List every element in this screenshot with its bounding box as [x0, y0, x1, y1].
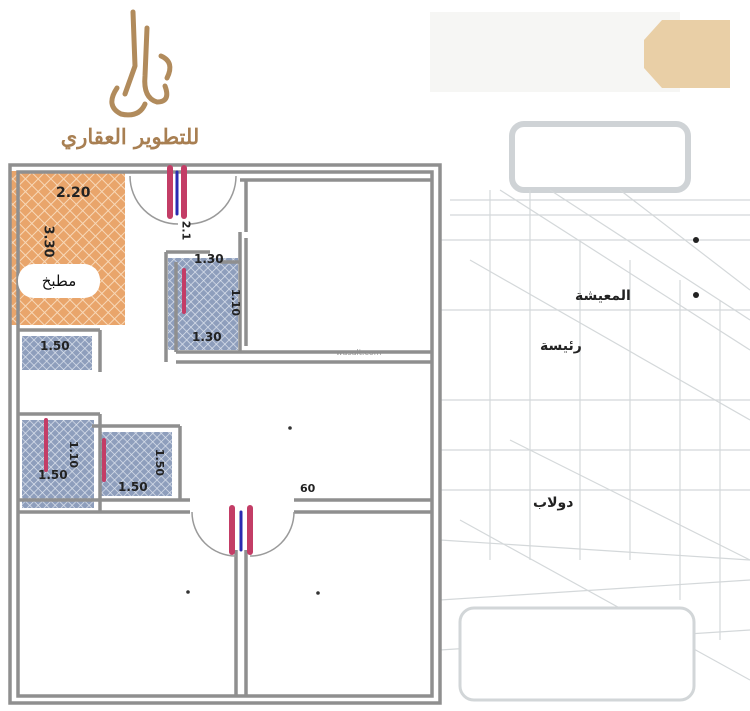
dim-corridor: 2.1 [179, 220, 193, 241]
dim-bath4-width: 1.50 [118, 480, 148, 494]
bathroom-4-tiles [100, 432, 172, 496]
dim-bath2-width: 1.50 [40, 339, 70, 353]
dim-kitchen-length: 3.30 [40, 225, 56, 258]
dim-bath1-width-b: 1.30 [192, 330, 222, 344]
bathroom-1-tiles [168, 258, 238, 350]
dim-bath4-length: 1.50 [153, 448, 167, 477]
dim-hall-width: 60 [300, 482, 316, 495]
kitchen-area [10, 171, 125, 325]
bullet-1 [693, 237, 699, 243]
logo-calligraphy-icon [109, 9, 173, 118]
dim-bath3-width: 1.50 [38, 468, 68, 482]
feature-living: المعيشة [575, 288, 631, 304]
dim-bath1-length: 1.10 [229, 288, 243, 317]
dim-bath1-width: 1.30 [194, 252, 224, 266]
bathroom-3-tiles [22, 420, 94, 508]
feature-closet: دولاب [533, 495, 574, 511]
dim-kitchen-width: 2.20 [56, 185, 91, 201]
architectural-backdrop [430, 12, 750, 702]
bathroom-2-tiles [22, 336, 92, 370]
floor-plan [8, 163, 442, 705]
kitchen-label: مطبخ [18, 264, 100, 298]
feature-master: رئيسة [540, 338, 582, 354]
bullet-2 [693, 292, 699, 298]
dim-bath3-length: 1.10 [67, 440, 81, 469]
logo-text: للتطوير العقاري [60, 124, 200, 149]
